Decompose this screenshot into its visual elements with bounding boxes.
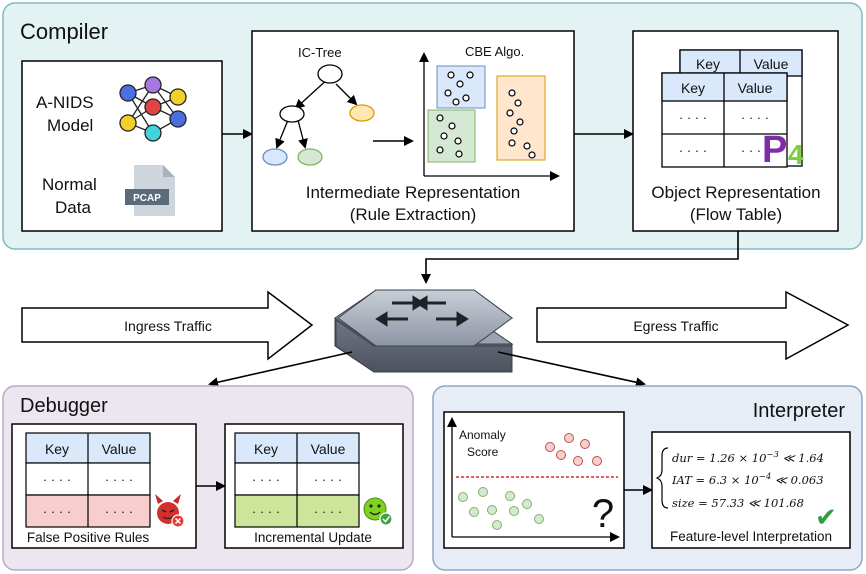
update-key-header: Key [254, 441, 278, 457]
cbe-plot [419, 52, 560, 181]
update-caption: Incremental Update [254, 530, 372, 545]
devil-error-icon [155, 494, 185, 528]
update-dots: · · · · [252, 504, 280, 519]
anomaly-plot-box [443, 411, 625, 549]
compiler-panel: Compiler A-NIDS Model Normal D [2, 2, 863, 250]
p4-logo: P 4 [762, 129, 804, 171]
anomaly-label-line2: Score [467, 445, 499, 459]
fp-dots: · · · · [43, 472, 71, 487]
anomaly-plot: Anomaly Score ? [447, 417, 620, 542]
interpretation-equations: dur = 1.26 × 10−3 ≪ 1.64 IAT = 6.3 × 10−… [655, 447, 824, 510]
ir-title-line1: Intermediate Representation [306, 183, 521, 202]
ic-tree-icon [262, 64, 375, 166]
arrow-compiler-to-switch [421, 231, 739, 284]
anomaly-label-line1: Anomaly [459, 428, 506, 442]
neural-network-icon [119, 76, 187, 142]
flow-table-front: Key Value · · · · · · · · · · · · · · · … [661, 72, 788, 168]
p4-digit: 4 [788, 139, 804, 170]
model-label-line2: Model [47, 116, 93, 135]
model-label-line1: A-NIDS [36, 93, 94, 112]
egress-traffic-arrow: Egress Traffic [536, 290, 850, 361]
fp-dots: · · · · [43, 504, 71, 519]
front-table-dots: · · · · [679, 143, 707, 158]
input-box [21, 60, 223, 232]
update-dots: · · · · [314, 472, 342, 487]
ingress-traffic-arrow: Ingress Traffic [21, 290, 314, 361]
fp-caption: False Positive Rules [27, 530, 150, 545]
arrow-switch-to-interpreter [497, 351, 646, 388]
front-table-key: Key [681, 80, 705, 96]
fp-key-header: Key [45, 441, 69, 457]
p4-letter: P [762, 129, 787, 171]
back-table-key: Key [696, 56, 720, 72]
smiley-ok-icon [363, 497, 393, 526]
pcap-file-icon: PCAP [125, 165, 175, 216]
front-table-value: Value [738, 80, 773, 96]
front-table-dots: · · · · [741, 110, 769, 125]
data-label-line2: Data [55, 198, 91, 217]
arrow-switch-to-debugger [208, 351, 353, 388]
equation-dur: dur = 1.26 × 10−3 ≪ 1.64 [672, 450, 824, 465]
or-title-line1: Object Representation [651, 183, 820, 202]
fp-value-header: Value [102, 441, 137, 457]
equation-iat: IAT = 6.3 × 10−4 ≪ 0.063 [671, 472, 824, 487]
cbe-label: CBE Algo. [465, 44, 524, 59]
front-table-dots: · · · · [741, 143, 769, 158]
interpreter-title: Interpreter [753, 400, 846, 422]
debugger-title: Debugger [20, 395, 108, 417]
network-switch-icon [334, 289, 514, 373]
equation-size: size = 57.33 ≪ 101.68 [672, 496, 804, 510]
back-table-value: Value [754, 56, 789, 72]
fp-dots: · · · · [105, 504, 133, 519]
ir-title-line2: (Rule Extraction) [350, 205, 477, 224]
compiler-title: Compiler [20, 19, 108, 44]
interpretation-box [651, 431, 851, 549]
update-dots: · · · · [252, 472, 280, 487]
front-table-dots: · · · · [679, 110, 707, 125]
interpretation-caption: Feature-level Interpretation [670, 529, 832, 544]
fp-dots: · · · · [105, 472, 133, 487]
update-table: Key Value · · · · · · · · · · · · · · · … [234, 432, 360, 528]
egress-label: Egress Traffic [633, 318, 718, 334]
debugger-panel: Debugger Key Value · · · · · · · · · · ·… [2, 385, 414, 571]
ic-tree-label: IC-Tree [298, 45, 342, 60]
update-value-header: Value [311, 441, 346, 457]
checkmark-icon: ✔ [815, 502, 837, 532]
question-mark-icon: ? [592, 492, 614, 536]
pcap-label: PCAP [133, 193, 161, 204]
interpreter-panel: Interpreter Anomaly Score ? [432, 385, 863, 571]
fp-table: Key Value · · · · · · · · · · · · · · · … [25, 432, 151, 528]
ingress-label: Ingress Traffic [124, 318, 212, 334]
or-title-line2: (Flow Table) [690, 205, 782, 224]
update-dots: · · · · [314, 504, 342, 519]
data-label-line1: Normal [42, 175, 97, 194]
